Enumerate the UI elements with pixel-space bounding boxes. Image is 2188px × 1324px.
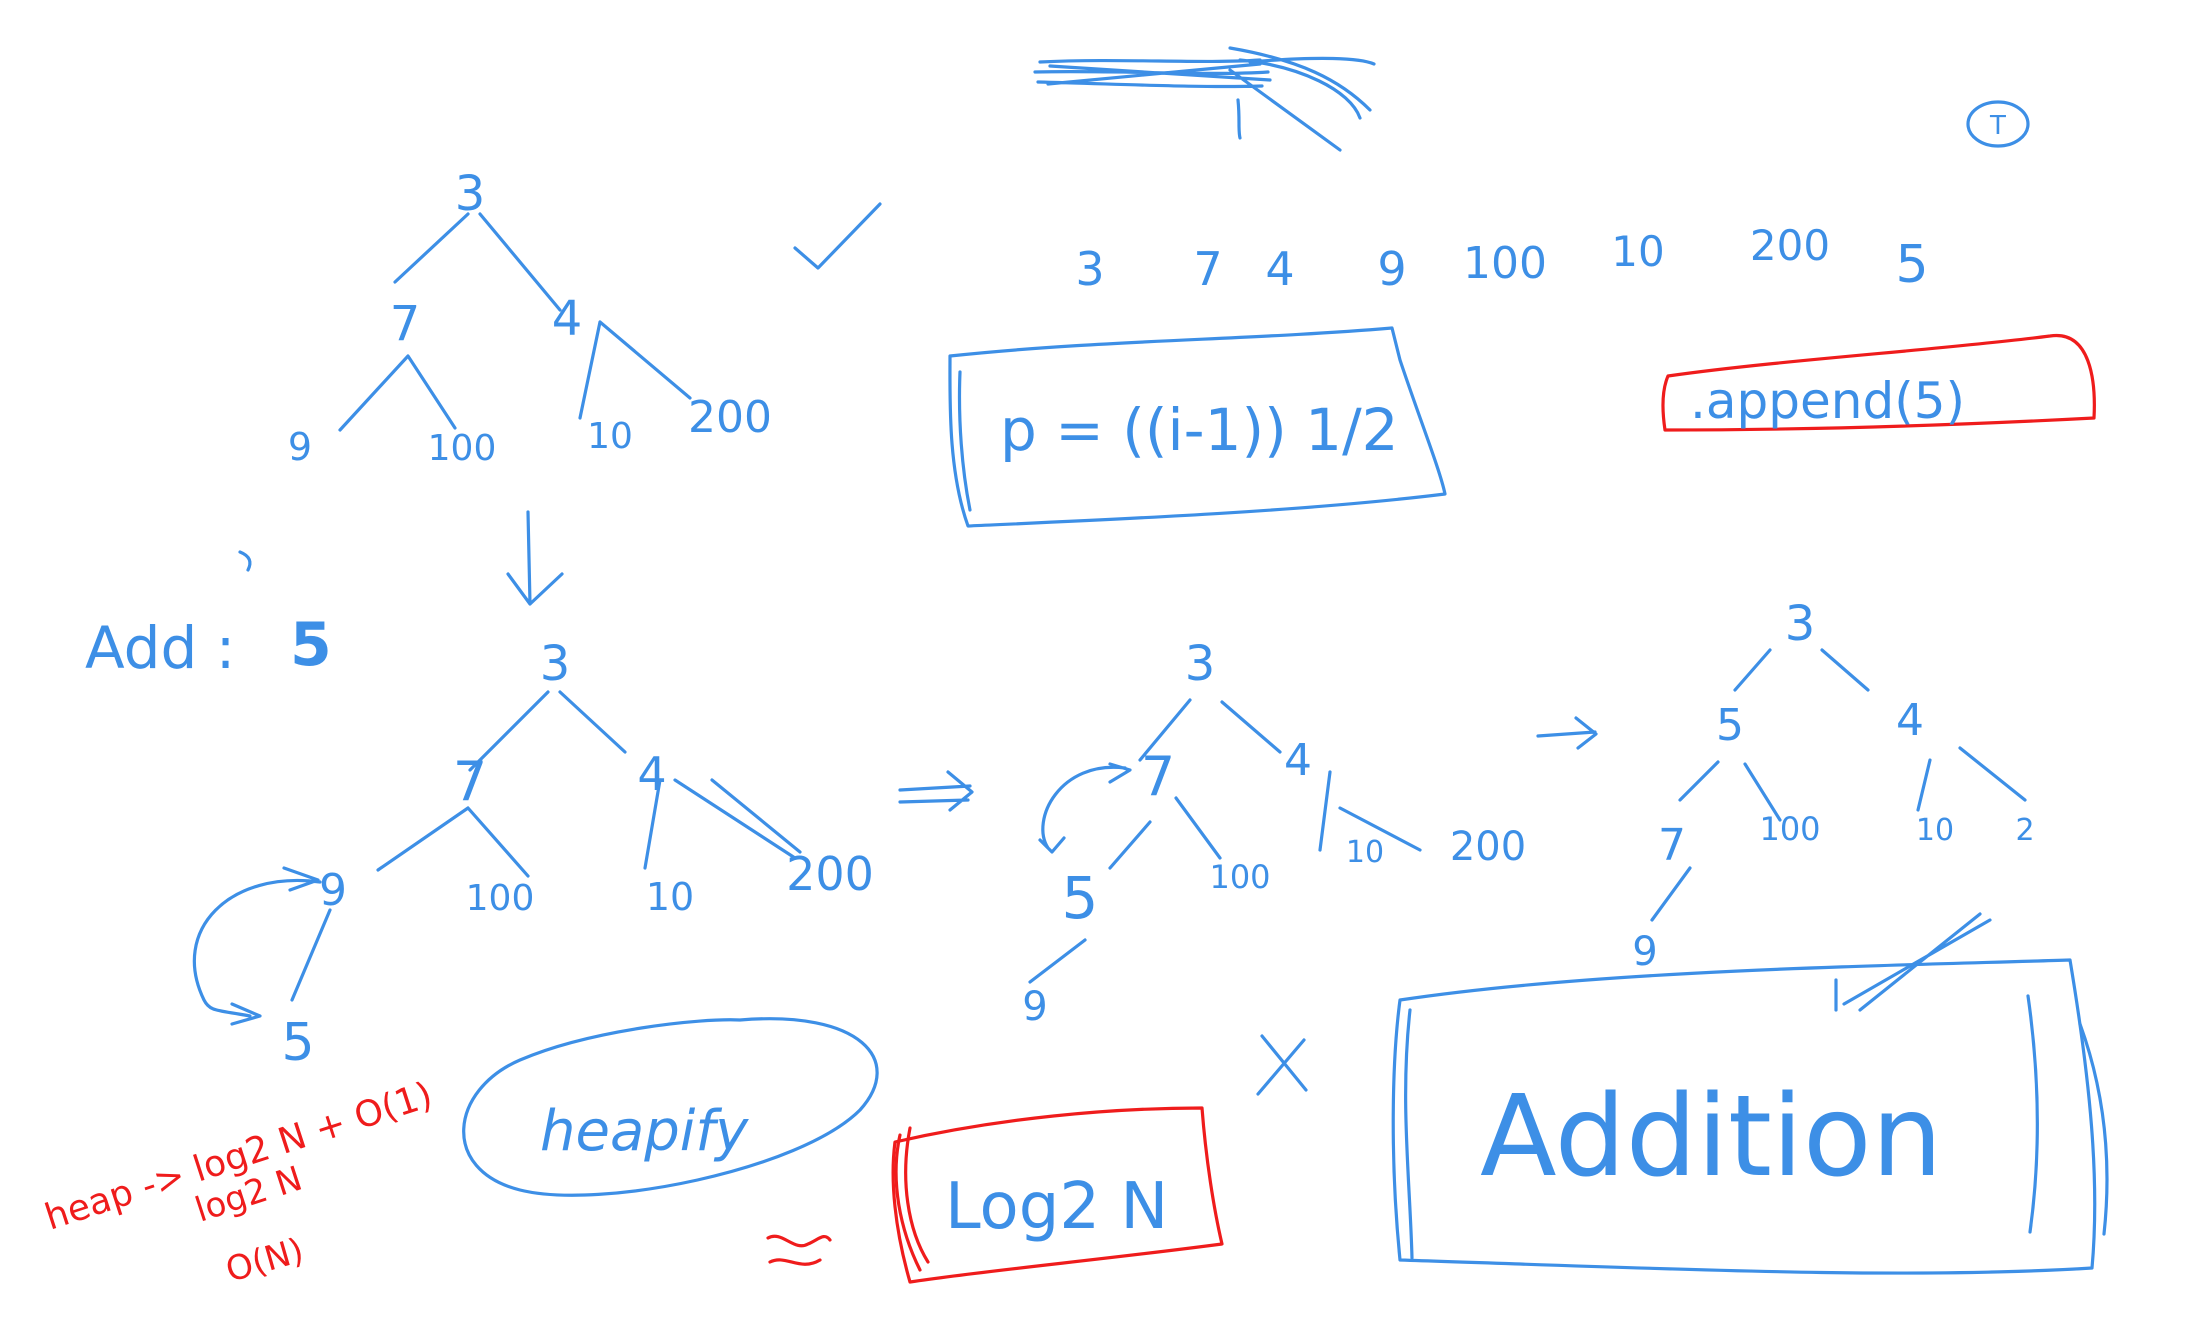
checkmark-icon [793, 202, 882, 270]
array-item: 10 [1611, 227, 1664, 276]
array-item: 7 [1193, 242, 1222, 296]
tree-node: 7 [1141, 745, 1175, 808]
logn-box: Log2 N [891, 1106, 1224, 1284]
tree-node: 10 [1346, 835, 1384, 870]
tree-node: 100 [466, 878, 535, 919]
right-arrow-icon [1536, 716, 1598, 750]
top-tree-node: 4 [552, 291, 583, 347]
top-tree-node: 200 [688, 392, 772, 443]
top-tree: 3 7 4 9 100 10 200 [288, 166, 772, 469]
array-item: 200 [1750, 221, 1830, 270]
tree-node: 5 [1716, 700, 1744, 751]
top-tree-node: 9 [288, 425, 312, 469]
top-tree-node: 7 [390, 296, 421, 352]
tree-node: 9 [1632, 929, 1657, 975]
array-item: 9 [1377, 242, 1406, 296]
svg-text:.append(5): .append(5) [1690, 372, 1965, 430]
array-item: 5 [1895, 235, 1928, 295]
array-item: 100 [1463, 238, 1547, 289]
svg-text:p = ((i-1)) 1/2: p = ((i-1)) 1/2 [1000, 396, 1399, 464]
tree-node: 4 [637, 747, 666, 801]
tree-node: 200 [786, 847, 874, 901]
tree-step-3: 3 5 4 7 100 10 2 9 [1632, 596, 2034, 975]
tree-node: 10 [1916, 813, 1954, 848]
cross-mark-icon [1256, 1034, 1308, 1096]
tree-node: 3 [1785, 596, 1816, 652]
addition-box: Addition [1391, 912, 2109, 1275]
tree-node: 7 [1658, 820, 1686, 871]
tree-node: 5 [1062, 864, 1099, 932]
top-tree-node: 3 [455, 166, 486, 222]
svg-text:5: 5 [290, 610, 332, 680]
down-arrow-icon [506, 510, 564, 606]
array-item: 3 [1075, 242, 1104, 296]
tree-node: 2 [2015, 813, 2034, 848]
tree-node: 100 [1209, 858, 1270, 896]
right-arrow-icon [898, 770, 974, 812]
svg-text:Addition: Addition [1480, 1072, 1943, 1202]
heapify-bubble: heapify [462, 1017, 879, 1197]
svg-text:heapify: heapify [540, 1099, 749, 1164]
svg-text:T: T [1989, 111, 2006, 141]
parent-formula-box: p = ((i-1)) 1/2 [948, 326, 1447, 528]
tree-node: 5 [281, 1013, 314, 1073]
svg-text:Add :: Add : [85, 614, 235, 682]
tree-node: 4 [1896, 695, 1924, 746]
add-label: Add : 5 [85, 550, 332, 682]
array-item: 4 [1265, 242, 1294, 296]
svg-text:O(N): O(N) [221, 1230, 308, 1290]
tree-node: 7 [453, 750, 487, 813]
tree-node: 9 [319, 865, 347, 916]
append-box: .append(5) [1661, 334, 2096, 432]
tree-step-1: 3 7 4 9 100 10 200 5 [192, 636, 874, 1073]
tree-node: 3 [540, 636, 571, 692]
tree-node: 200 [1450, 824, 1526, 870]
tree-node: 3 [1185, 636, 1216, 692]
tree-node: 10 [646, 875, 694, 919]
tree-node: 4 [1284, 735, 1312, 786]
circled-mark: T [1966, 100, 2030, 148]
array-row: 3 7 4 9 100 10 200 5 [1075, 221, 1928, 296]
tree-node: 100 [1759, 810, 1820, 848]
tree-node: 9 [1022, 984, 1047, 1030]
top-tree-node: 100 [428, 428, 497, 469]
scribble-mark [1033, 46, 1376, 152]
top-tree-node: 10 [587, 416, 633, 457]
tree-step-2: 3 7 4 5 100 10 200 9 [1022, 636, 1526, 1030]
svg-text:Log2 N: Log2 N [945, 1170, 1168, 1244]
